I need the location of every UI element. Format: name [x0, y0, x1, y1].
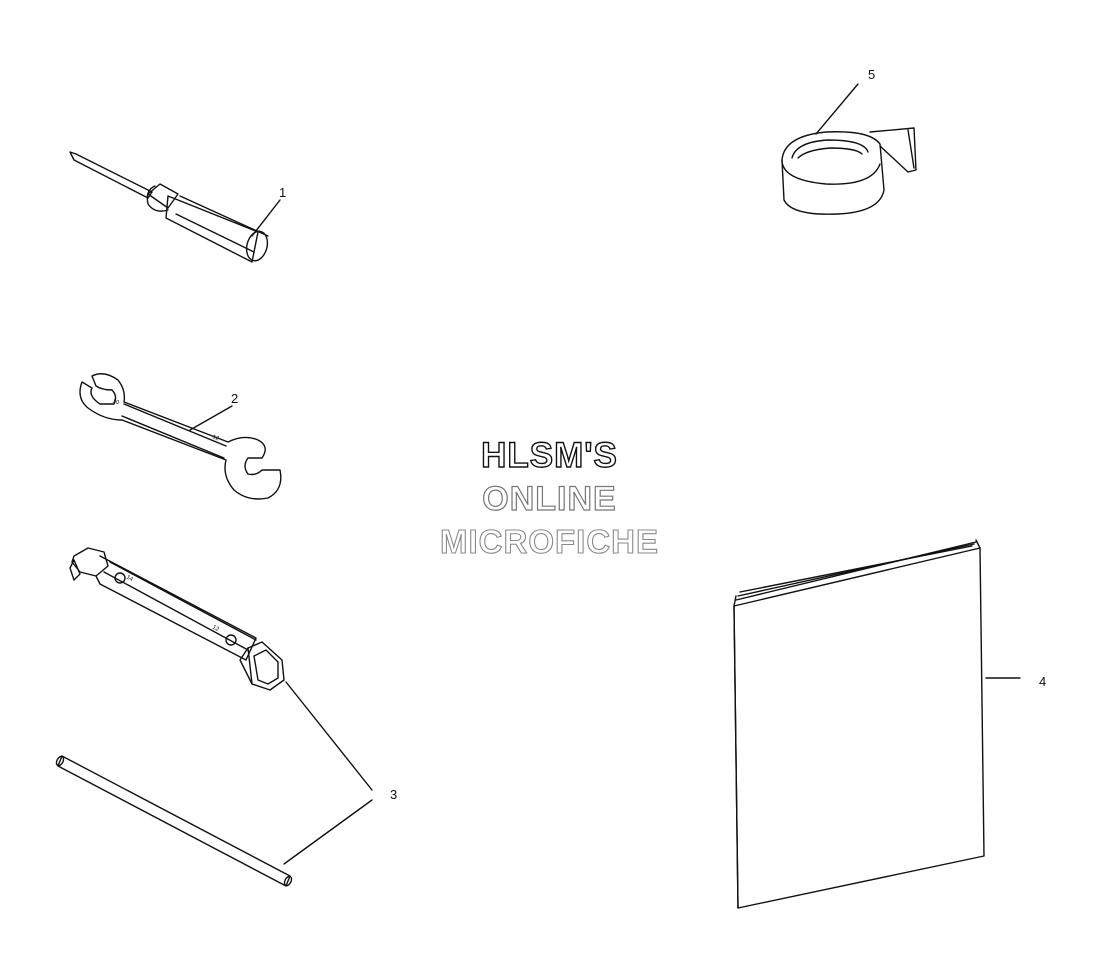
callout-3: 3	[390, 787, 398, 802]
manual-booklet-icon	[733, 539, 1021, 909]
svg-text:12: 12	[211, 434, 220, 442]
callout-5: 5	[868, 67, 876, 82]
watermark-line-1: HLSM'S	[480, 436, 618, 475]
socket-wrench-icon: 14 12	[69, 547, 373, 791]
tommy-bar-icon	[55, 755, 373, 887]
callout-4: 4	[1039, 674, 1047, 689]
watermark-line-3: MICROFICHE	[439, 523, 659, 560]
screwdriver-icon	[69, 151, 281, 263]
open-end-wrench-icon: 10 12	[79, 373, 282, 500]
svg-text:10: 10	[111, 398, 120, 406]
tape-roll-icon	[781, 83, 917, 215]
callout-2: 2	[231, 391, 239, 406]
svg-text:12: 12	[211, 625, 220, 634]
watermark-line-2: ONLINE	[482, 480, 617, 518]
svg-text:14: 14	[125, 575, 134, 584]
callout-1: 1	[279, 185, 287, 200]
